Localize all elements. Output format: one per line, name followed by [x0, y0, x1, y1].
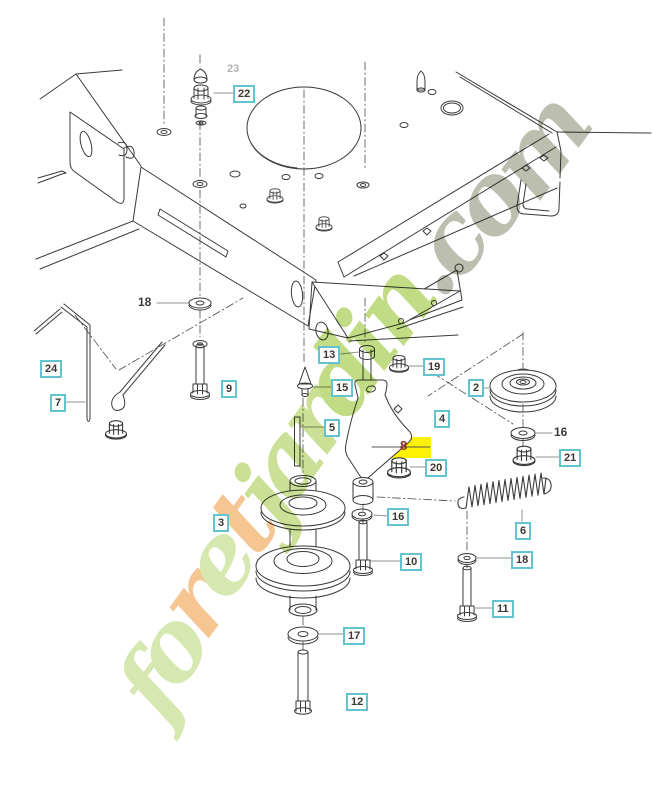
pin-15: [297, 366, 313, 397]
callout-24[interactable]: 24: [40, 360, 63, 378]
pivot-sleeve: [352, 477, 374, 505]
under-bracket: [308, 281, 461, 342]
callout-3[interactable]: 3: [213, 514, 230, 532]
bolt-12: [294, 649, 312, 715]
callout-7[interactable]: 7: [50, 394, 67, 412]
callout-16-center[interactable]: 16: [387, 508, 410, 526]
callout-2[interactable]: 2: [468, 379, 485, 397]
tension-spring-6: [457, 472, 552, 510]
bolt-13: [359, 345, 375, 385]
callout-13[interactable]: 13: [318, 346, 341, 364]
callout-4[interactable]: 4: [434, 410, 451, 428]
callout-22[interactable]: 22: [233, 85, 256, 103]
flange-nut-19: [389, 355, 409, 373]
callout-11[interactable]: 11: [492, 600, 514, 618]
washer-18-right: [457, 553, 477, 565]
center-lines: [74, 17, 524, 651]
callout-17[interactable]: 17: [343, 627, 366, 645]
washer-16-center: [351, 508, 373, 522]
callout-6[interactable]: 6: [515, 522, 532, 540]
callout-21[interactable]: 21: [559, 449, 582, 467]
rod-24: [33, 308, 63, 335]
washer-17: [287, 626, 319, 645]
flange-nut-21: [512, 445, 536, 467]
bolt-10: [353, 519, 373, 576]
cap-nut-stack-22: [190, 68, 212, 126]
washer-16-right: [510, 427, 536, 441]
mounting-pin: [416, 70, 426, 93]
callout-19[interactable]: 19: [423, 358, 446, 376]
callout-16-right[interactable]: 16: [554, 425, 568, 439]
callout-15[interactable]: 15: [331, 379, 354, 397]
deck-frame: [35, 69, 652, 342]
rod-7: [60, 303, 91, 422]
rod-5: [294, 416, 301, 467]
callout-20[interactable]: 20: [425, 459, 448, 477]
front-plate: [123, 145, 317, 327]
callout-10[interactable]: 10: [400, 553, 423, 571]
callout-5[interactable]: 5: [324, 419, 341, 437]
flange-nut-20: [387, 457, 411, 479]
hook-rod: [105, 341, 166, 440]
flat-idler-pulley-2: [489, 368, 557, 413]
v-pulley-assembly-3: [255, 475, 351, 617]
callout-8[interactable]: 8: [400, 438, 408, 453]
callout-12[interactable]: 12: [346, 693, 369, 711]
bolt-11: [457, 565, 477, 622]
callout-18-left[interactable]: 18: [138, 295, 152, 309]
idler-arm-4: [344, 379, 413, 480]
bolt-9: [190, 340, 210, 400]
callout-23[interactable]: 23: [227, 63, 240, 75]
callout-18-right[interactable]: 18: [511, 551, 534, 569]
callout-9[interactable]: 9: [221, 380, 238, 398]
washer-18-left: [188, 297, 212, 311]
left-flange-plate: [69, 111, 128, 204]
